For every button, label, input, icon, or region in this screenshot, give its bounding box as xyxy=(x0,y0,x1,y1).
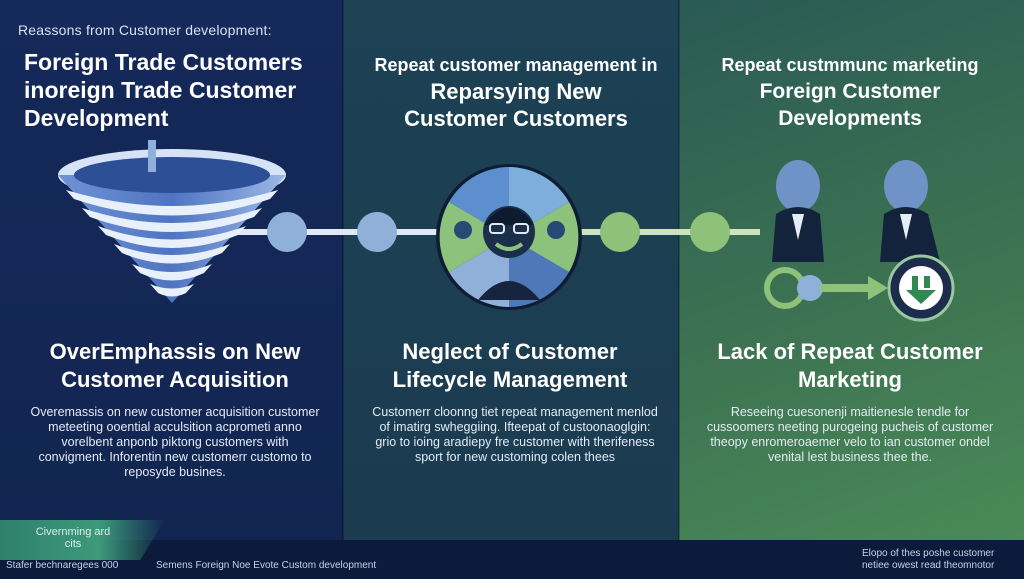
section-title: OverEmphassis on New Customer Acquisitio… xyxy=(49,339,301,392)
right-heading-line2: Foreign Customer xyxy=(759,80,941,103)
person-icon xyxy=(478,206,540,300)
cycle-arrow-icon xyxy=(764,267,888,309)
section-title: Lack of Repeat Customer Marketing xyxy=(717,339,983,392)
footer-center-text: Semens Foreign Noe Evote Custom developm… xyxy=(156,560,377,571)
person-icon xyxy=(547,221,565,239)
section-description: Reseeing cuesonenji maitienesle tendle f… xyxy=(706,405,994,464)
person-icon xyxy=(772,160,824,262)
person-icon xyxy=(454,221,472,239)
flow-node xyxy=(267,212,307,252)
middle-heading-line1: Repeat customer management in xyxy=(374,55,658,75)
footer-badge xyxy=(0,520,165,560)
kicker-text: Reassons from Customer development: xyxy=(18,22,272,38)
middle-heading-line2: Reparsying New xyxy=(430,79,602,104)
middle-heading-line3: Customer Customers xyxy=(404,106,628,131)
footer-badge-text: Civernming ard cits xyxy=(35,526,111,550)
customer-lifecycle-wheel-icon xyxy=(436,164,582,310)
flow-node xyxy=(690,212,730,252)
section-description: Customerr cloonng tiet repeat management… xyxy=(372,405,658,464)
section-description: Overemassis on new customer acquisition … xyxy=(30,405,320,479)
middle-heading: Repeat customer management in Reparsying… xyxy=(360,52,672,132)
funnel-icon xyxy=(58,140,286,303)
page-title: Foreign Trade Customers inoreign Trade C… xyxy=(24,49,303,131)
panel-repeat-marketing xyxy=(679,0,1024,540)
footer-left-text: Stafer bechnaregees 000 xyxy=(6,560,119,571)
flow-node xyxy=(600,212,640,252)
section-title: Neglect of Customer Lifecycle Management xyxy=(392,339,628,392)
right-heading: Repeat custmmunc marketing Foreign Custo… xyxy=(700,52,1000,132)
download-badge-icon xyxy=(887,254,955,322)
panel-divider xyxy=(678,0,680,540)
footer-bar xyxy=(0,540,1024,579)
footer-right-text: Elopo of thes poshe customer netiee owes… xyxy=(862,548,995,571)
flow-node xyxy=(357,212,397,252)
person-icon xyxy=(880,160,940,262)
right-heading-line1: Repeat custmmunc marketing xyxy=(721,55,979,75)
panel-divider xyxy=(342,0,344,540)
illustration-layer xyxy=(58,140,955,322)
right-heading-line3: Developments xyxy=(778,107,922,130)
